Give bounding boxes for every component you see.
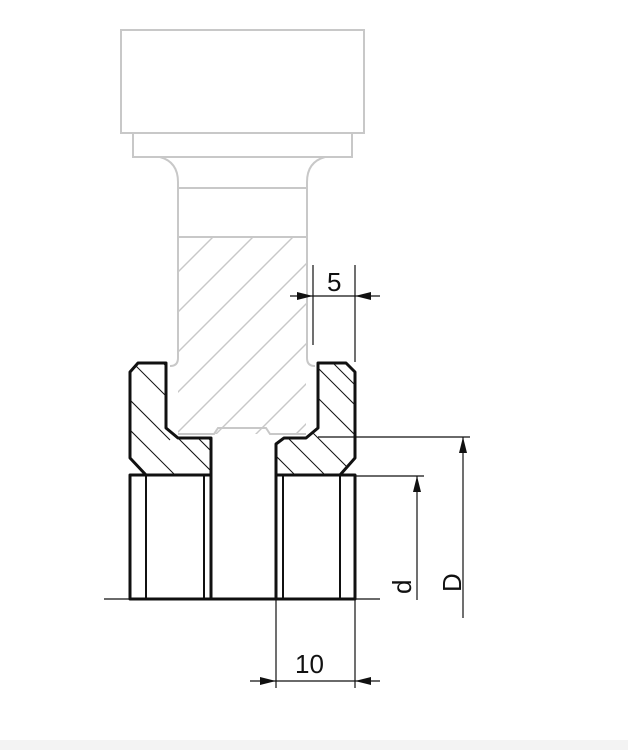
right-wall bbox=[274, 473, 357, 601]
dimension-label-inner-height: d bbox=[387, 580, 417, 594]
dimension-top-gap: 5 bbox=[290, 265, 380, 362]
punch-collar bbox=[132, 132, 353, 158]
bushing-part bbox=[104, 361, 380, 601]
punch-tip bbox=[178, 427, 306, 435]
bottom-band bbox=[0, 740, 628, 750]
dimension-label-outer-height: D bbox=[437, 573, 467, 592]
left-ring-outline bbox=[128, 361, 213, 477]
dimension-outer-height: D bbox=[318, 436, 470, 618]
left-wall bbox=[128, 473, 213, 601]
punch-hatching bbox=[178, 237, 306, 434]
dimension-bottom-width: 10 bbox=[250, 600, 380, 688]
punch-head bbox=[120, 29, 365, 134]
dimension-label-top-gap: 5 bbox=[327, 267, 341, 297]
punch-neck-left bbox=[159, 156, 179, 367]
dimension-label-bottom-width: 10 bbox=[295, 649, 324, 679]
dimension-inner-height: d bbox=[355, 475, 424, 600]
punch-neck-right bbox=[306, 156, 326, 367]
right-ring-outline bbox=[274, 361, 357, 477]
punch-tool-ghost bbox=[120, 29, 365, 435]
